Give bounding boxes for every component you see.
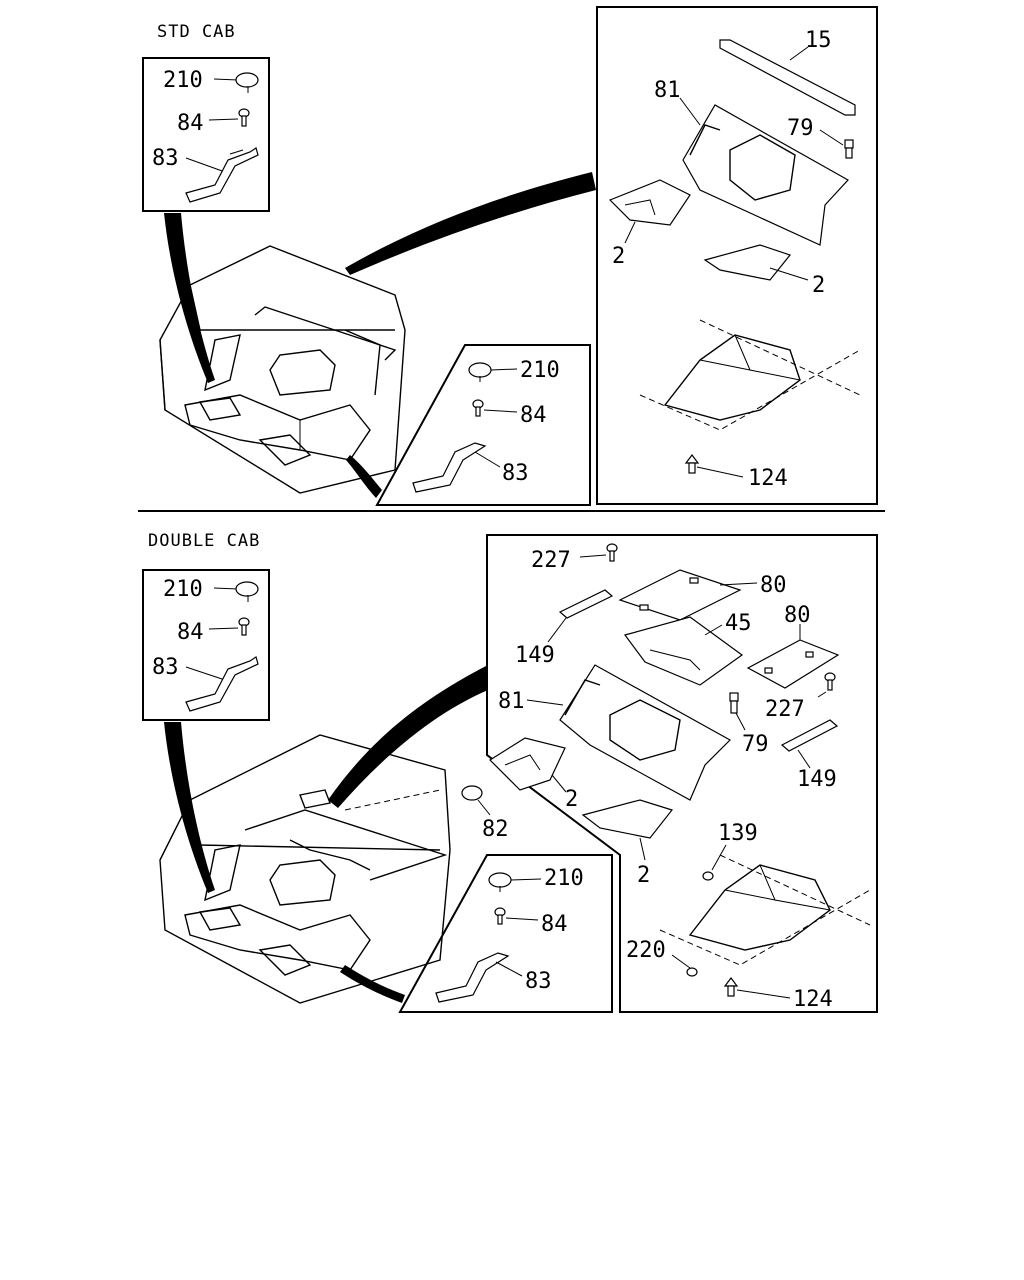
double-lower-label-83: 83: [525, 969, 552, 994]
std-cab-illustration: [159, 245, 406, 494]
floor-panel-80-right: [746, 639, 840, 689]
double-label-45: 45: [725, 611, 752, 636]
std-label-2-right: 2: [812, 273, 825, 298]
double-label-139: 139: [718, 821, 758, 846]
std-inset-label-210: 210: [163, 68, 203, 93]
screw-icon: [238, 108, 250, 127]
double-label-2-right: 2: [637, 863, 650, 888]
std-cab-section: STD CAB 210 84 83: [142, 6, 878, 506]
grommet-82: [461, 785, 483, 801]
screw-icon: [472, 399, 484, 417]
double-lower-label-210: 210: [544, 866, 584, 891]
floor-panel-45: [623, 616, 744, 686]
double-inset-label-83: 83: [152, 655, 179, 680]
fastener-icon: [684, 454, 700, 474]
std-lower-label-84: 84: [520, 403, 547, 428]
floor-tunnel: [659, 854, 871, 966]
std-label-15: 15: [805, 28, 832, 53]
std-pointer-right: [345, 172, 596, 275]
double-label-124: 124: [793, 987, 833, 1012]
double-inset-label-210: 210: [163, 577, 203, 602]
bolt-icon: [606, 543, 618, 562]
cap-icon: [488, 872, 512, 892]
rail-149-left: [558, 589, 614, 619]
double-cab-illustration: [159, 734, 451, 1004]
fastener-icon: [723, 977, 739, 997]
clip-icon: [729, 692, 739, 714]
floor-pad-right: [703, 244, 792, 281]
double-pointer-inset: [164, 722, 215, 893]
double-label-227-top: 227: [531, 548, 571, 573]
std-label-2-left: 2: [612, 244, 625, 269]
floor-cover-81: [559, 664, 731, 801]
cap-icon: [235, 581, 259, 602]
floor-pad-left: [489, 737, 566, 791]
std-pointer-inset: [164, 213, 215, 383]
std-lower-label-83: 83: [502, 461, 529, 486]
double-label-227-right: 227: [765, 697, 805, 722]
double-cab-section: DOUBLE CAB 210 84 83: [142, 531, 878, 1013]
std-cab-title: STD CAB: [157, 22, 236, 42]
double-inset-label-84: 84: [177, 620, 204, 645]
double-pointer-right: [328, 665, 488, 808]
floor-cover-81: [682, 104, 849, 246]
double-label-80-top: 80: [760, 573, 787, 598]
double-label-2-left: 2: [565, 787, 578, 812]
std-label-124: 124: [748, 466, 788, 491]
floor-tunnel: [639, 319, 861, 431]
double-pointer-lower: [340, 965, 405, 1003]
floor-pad-right: [581, 799, 674, 839]
double-label-81: 81: [498, 689, 525, 714]
screw-icon: [494, 907, 506, 925]
bracket-icon: [185, 656, 259, 712]
std-cab-inset-box: 210 84 83: [142, 57, 270, 212]
rail-149-right: [780, 719, 839, 752]
double-lower-label-84: 84: [541, 912, 568, 937]
bracket-icon: [412, 442, 487, 493]
double-label-220: 220: [626, 938, 666, 963]
floor-pad-left: [608, 179, 691, 226]
std-pointer-lower: [346, 455, 382, 498]
panel-15: [719, 39, 856, 116]
std-lower-label-210: 210: [520, 358, 560, 383]
double-label-79: 79: [742, 732, 769, 757]
double-label-80-right: 80: [784, 603, 811, 628]
std-inset-label-84: 84: [177, 111, 204, 136]
bracket-icon: [185, 147, 259, 203]
double-label-149-right: 149: [797, 767, 837, 792]
grommet-220: [686, 967, 698, 977]
bracket-icon: [435, 952, 510, 1003]
std-lower-inset-box: 210 84 83: [375, 344, 591, 506]
cap-icon: [235, 72, 259, 93]
std-inset-label-83: 83: [152, 146, 179, 171]
double-label-149-left: 149: [515, 643, 555, 668]
std-label-79: 79: [787, 116, 814, 141]
std-label-81: 81: [654, 78, 681, 103]
double-cab-title: DOUBLE CAB: [148, 531, 260, 551]
cap-icon: [468, 362, 492, 382]
clip-icon: [844, 139, 854, 159]
bolt-icon: [824, 672, 836, 691]
double-cab-inset-box: 210 84 83: [142, 569, 270, 721]
std-parts-box: 15 81 79 2 2: [596, 6, 878, 505]
screw-icon: [238, 617, 250, 636]
double-label-82: 82: [482, 817, 509, 842]
grommet-139: [702, 871, 714, 881]
floor-panel-80-top: [618, 569, 742, 621]
double-lower-inset-box: 210 84 83: [398, 854, 613, 1013]
double-parts-box: 227 80 149 45: [486, 534, 878, 1013]
